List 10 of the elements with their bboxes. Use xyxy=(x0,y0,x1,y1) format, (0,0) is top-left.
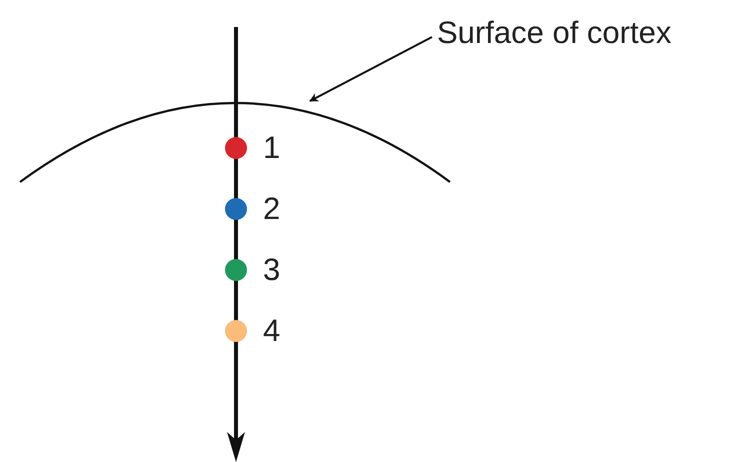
callout-label: Surface of cortex xyxy=(437,17,672,48)
leader-arrow xyxy=(309,36,432,102)
site-number: 3 xyxy=(263,254,280,285)
recording-site-dot xyxy=(225,198,247,220)
cortex-surface-curve xyxy=(19,102,451,183)
site-number: 2 xyxy=(263,193,280,224)
recording-site-dot xyxy=(225,259,247,281)
recording-site-dot xyxy=(225,320,247,342)
site-number: 1 xyxy=(263,132,280,163)
site-number: 4 xyxy=(263,315,280,346)
